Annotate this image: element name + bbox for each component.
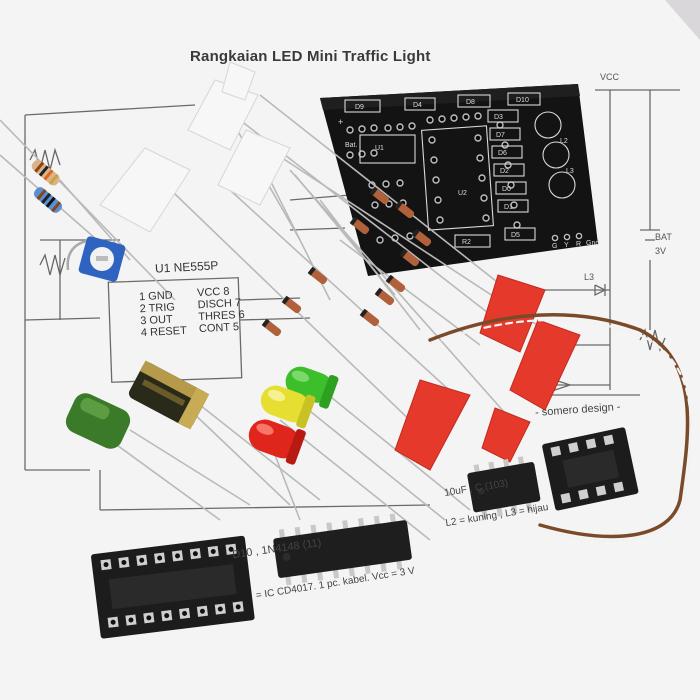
electrolytic-capacitor	[128, 360, 210, 430]
svg-text:D5: D5	[511, 232, 520, 239]
svg-text:D4: D4	[413, 102, 422, 109]
svg-text:D3: D3	[494, 114, 503, 121]
red-tapes	[394, 274, 581, 471]
pin-label: 4 RESET	[140, 324, 188, 340]
trimmer-potentiometer	[66, 236, 126, 282]
svg-text:+: +	[338, 117, 343, 127]
ic-socket-8pin	[542, 427, 639, 511]
ic-chip-8pin	[467, 456, 541, 520]
twisted-cable	[428, 313, 692, 543]
pcb-label-d9: D9	[355, 104, 364, 111]
svg-text:R: R	[576, 241, 581, 248]
svg-text:D1: D1	[504, 204, 513, 211]
svg-text:D6: D6	[498, 150, 507, 157]
pin-label: CONT 5	[198, 321, 240, 336]
white-tapes	[99, 61, 291, 233]
battery-label: BAT	[655, 232, 672, 242]
svg-text:D7: D7	[496, 132, 505, 139]
vcc-label: VCC	[600, 72, 620, 82]
ic-pins-left: 1 GND 2 TRIG 3 OUT 4 RESET	[139, 289, 187, 339]
svg-text:Gnd: Gnd	[586, 240, 599, 247]
glass-diodes	[261, 186, 432, 337]
svg-text:U2: U2	[458, 190, 467, 197]
svg-text:D8: D8	[466, 99, 475, 106]
led-label: L3	[584, 272, 595, 282]
svg-text:Bat.: Bat.	[345, 142, 358, 149]
svg-text:L2: L2	[560, 138, 568, 145]
svg-text:G: G	[552, 243, 557, 250]
ic-chip-16pin	[273, 513, 412, 586]
pcb-silkscreen	[344, 92, 576, 248]
ic-socket-16pin	[91, 535, 255, 639]
sheet-title: Rangkaian LED Mini Traffic Light	[190, 48, 431, 65]
leds	[248, 366, 339, 465]
svg-text:D2: D2	[500, 168, 509, 175]
green-capacitor	[65, 393, 131, 449]
svg-text:R2: R2	[462, 239, 471, 246]
svg-text:Y: Y	[564, 242, 569, 249]
svg-text:L3: L3	[566, 168, 574, 175]
battery-voltage: 3V	[655, 246, 667, 256]
svg-text:D10: D10	[516, 97, 529, 104]
ic-pins-right: VCC 8 DISCH 7 THRES 6 CONT 5	[197, 285, 246, 336]
svg-text:D0: D0	[502, 186, 511, 193]
pcb-labels: D9 D4 D8 D10 D3 D7 D6 D2 D0 D1 D5 U1 U2 …	[338, 97, 599, 250]
svg-text:U1: U1	[375, 145, 384, 152]
resistors	[31, 159, 63, 213]
